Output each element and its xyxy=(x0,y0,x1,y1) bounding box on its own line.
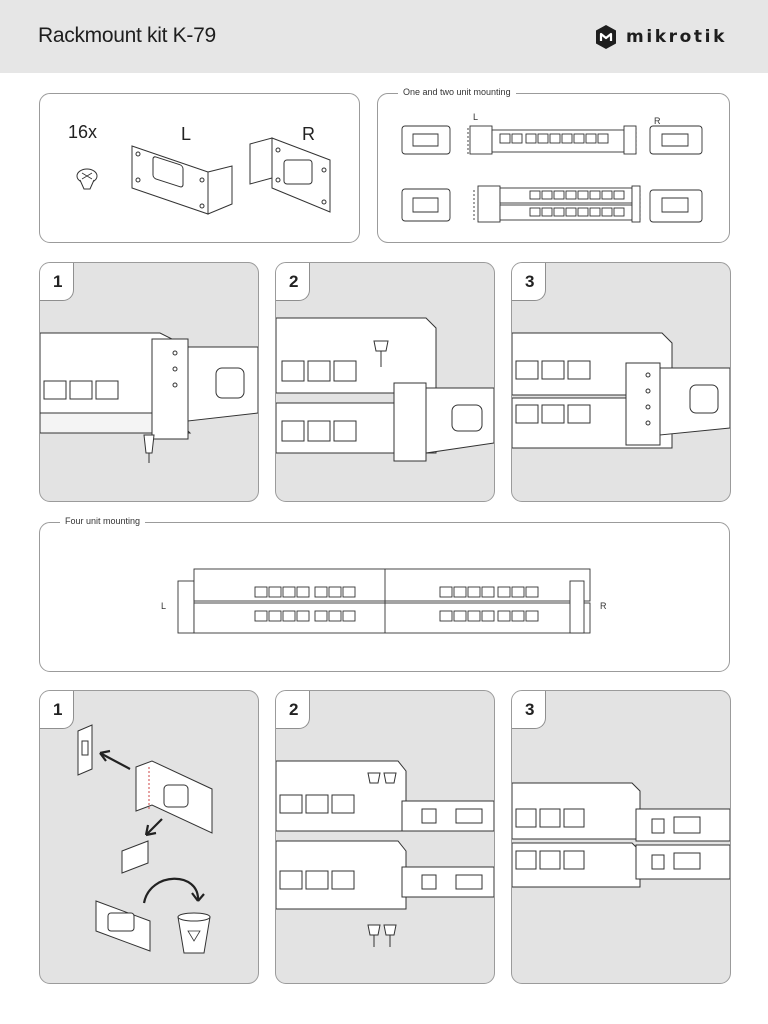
screw-icon xyxy=(76,168,98,190)
step-panel-top-1: 1 xyxy=(39,262,259,502)
brand-logo: mikrotik xyxy=(594,23,727,51)
four-unit-panel: Four unit mounting L R xyxy=(39,516,730,672)
logo-wordmark: mikrotik xyxy=(626,27,727,47)
mikrotik-logo-icon xyxy=(596,25,616,49)
four-unit-left-label: L xyxy=(161,601,167,611)
parts-panel: 16x L R xyxy=(39,93,360,243)
one-two-right-label: R xyxy=(654,116,661,126)
step-panel-top-3: 3 xyxy=(511,262,731,502)
step-illustration xyxy=(40,332,258,463)
step-panel-bottom-2: 2 xyxy=(275,690,495,984)
page-header: Rackmount kit K-79 mikrotik xyxy=(0,0,768,73)
parts-illustration xyxy=(76,137,331,215)
step-number: 3 xyxy=(512,263,546,301)
one-two-unit-legend: One and two unit mounting xyxy=(398,87,516,97)
step-number: 2 xyxy=(276,691,310,729)
recycle-bin-icon xyxy=(187,930,201,942)
right-bracket-label: R xyxy=(302,124,315,144)
step-number: 1 xyxy=(40,691,74,729)
bracket-icon xyxy=(131,145,233,215)
arrow-icon xyxy=(99,749,205,904)
step-number: 2 xyxy=(276,263,310,301)
screw-count-label: 16x xyxy=(68,122,98,142)
step-number: 1 xyxy=(40,263,74,301)
page-title: Rackmount kit K-79 xyxy=(38,24,216,47)
four-unit-illustration xyxy=(177,568,591,634)
one-two-left-label: L xyxy=(473,112,479,122)
step-panel-top-2: 2 xyxy=(275,262,495,502)
four-unit-right-label: R xyxy=(600,601,607,611)
one-two-unit-panel: One and two unit mounting L R xyxy=(377,87,730,243)
step-panel-bottom-1: 1 xyxy=(39,690,259,984)
one-two-unit-illustration xyxy=(401,125,703,223)
four-unit-legend: Four unit mounting xyxy=(60,516,146,526)
step-panel-bottom-3: 3 xyxy=(511,690,731,984)
step-number: 3 xyxy=(512,691,546,729)
left-bracket-label: L xyxy=(181,124,192,144)
